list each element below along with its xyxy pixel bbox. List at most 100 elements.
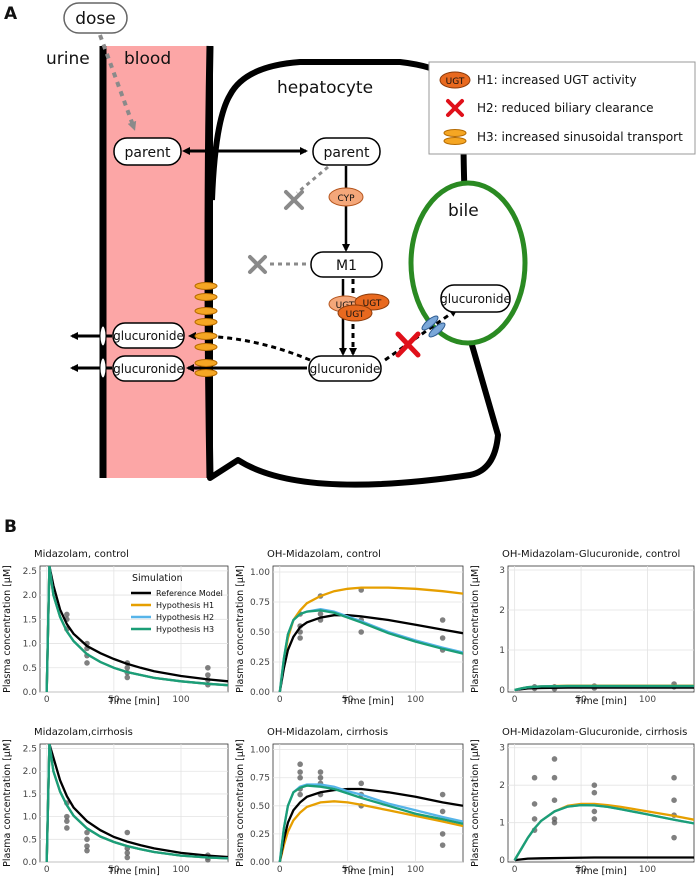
x-tick-label: 50	[342, 865, 354, 875]
data-point	[439, 791, 446, 798]
data-point	[317, 774, 324, 781]
y-tick-label: 1	[499, 646, 505, 656]
data-point	[439, 808, 446, 815]
y-tick-label: 3	[499, 744, 505, 754]
dose-label: dose	[75, 9, 116, 29]
data-point	[551, 797, 558, 803]
plot-frame	[272, 743, 464, 863]
legend-item-h1: Hypothesis H1	[156, 601, 214, 610]
data-point	[591, 808, 598, 815]
data-point	[439, 635, 446, 641]
series-line-hypothesis-h3	[45, 744, 228, 862]
data-point	[297, 761, 303, 768]
glucuronide-cell-label: glucuronide	[310, 362, 381, 376]
glucuronide-blood-node-1	[112, 322, 185, 349]
data-point	[591, 789, 598, 796]
grey-cross-icon	[284, 190, 304, 210]
data-point	[297, 635, 303, 641]
x-axis-label: Time [min]	[574, 696, 627, 707]
renal-transporter-1	[99, 325, 107, 347]
x-tick-label: 100	[639, 695, 656, 705]
dose-node	[63, 2, 128, 34]
series-line-reference-model	[514, 856, 694, 862]
data-point	[205, 664, 211, 671]
y-tick-label: 0.75	[250, 598, 270, 608]
data-point	[671, 774, 677, 781]
y-tick-label: 2	[499, 606, 505, 616]
data-point	[297, 791, 303, 798]
plot-frame	[507, 743, 695, 863]
plot-title: Midazolam, control	[34, 549, 129, 560]
data-point	[124, 850, 131, 856]
m1-node	[310, 251, 383, 278]
data-point	[439, 617, 446, 623]
glucuronide-blood-label-2: glucuronide	[113, 362, 184, 376]
data-point	[358, 780, 365, 787]
legend-item-reference: Reference Model	[156, 589, 223, 598]
panel-a: A urine blood hepatocyte bile dose paren…	[4, 2, 696, 488]
legend-ugt-badge: UGT	[446, 77, 465, 87]
series-line-hypothesis-h3	[278, 609, 463, 692]
y-tick-label: 0.75	[250, 774, 270, 784]
x-tick-label: 0	[44, 865, 50, 875]
legend-item-h3: Hypothesis H3	[156, 625, 214, 634]
x-tick-label: 50	[575, 695, 587, 705]
y-tick-label: 0.00	[250, 858, 270, 868]
series-line-reference-model	[278, 614, 463, 692]
bile-transporter	[421, 315, 446, 338]
m1-label: M1	[336, 258, 357, 274]
grey-cross-icon-2	[248, 255, 267, 274]
y-tick-label: 2.5	[23, 745, 37, 755]
legend-item-h2: Hypothesis H2	[156, 613, 214, 622]
y-tick-label: 0.50	[250, 802, 270, 812]
x-tick-label: 100	[407, 865, 424, 875]
series-line-reference-model	[45, 744, 228, 862]
y-tick-label: 1.00	[250, 568, 270, 578]
y-axis-label: Plasma concentration [µM]	[235, 565, 246, 693]
y-tick-label: 2.5	[23, 567, 37, 577]
plot-title: OH-Midazolam-Glucuronide, cirrhosis	[502, 727, 687, 738]
legend-h3-text: H3: increased sinusoidal transport	[477, 130, 683, 144]
y-tick-label: 1.0	[23, 640, 38, 650]
data-point	[84, 829, 90, 836]
red-cross-legend-icon	[446, 99, 464, 117]
data-point	[124, 674, 131, 681]
plot-title: OH-Midazolam, control	[267, 549, 381, 560]
x-tick-label: 0	[44, 695, 50, 705]
y-tick-label: 0.5	[23, 664, 37, 674]
glucuronide-bile-node	[440, 284, 511, 313]
y-axis-label: Plasma concentration [µM]	[470, 565, 481, 693]
parent-elimination-path	[296, 165, 329, 195]
y-tick-label: 0.0	[23, 858, 38, 868]
data-point	[64, 825, 70, 831]
glucuronide-bile-label: glucuronide	[440, 292, 511, 306]
data-point	[671, 834, 677, 841]
x-tick-label: 50	[575, 865, 587, 875]
data-point	[439, 842, 446, 848]
x-tick-label: 0	[512, 695, 518, 705]
series-line-hypothesis-h3	[45, 566, 228, 692]
y-tick-label: 0.50	[250, 628, 270, 638]
y-tick-label: 1.0	[23, 813, 38, 823]
series-line-hypothesis-h3	[513, 803, 694, 861]
data-point	[551, 819, 558, 826]
data-point	[317, 611, 324, 617]
data-point	[124, 664, 131, 671]
y-tick-label: 2	[499, 781, 505, 791]
blood-label: blood	[124, 49, 171, 69]
sinusoidal-transporters	[194, 282, 218, 377]
data-point	[84, 843, 90, 849]
y-tick-label: 0.00	[250, 688, 270, 698]
x-tick-label: 100	[172, 865, 189, 875]
y-tick-label: 1.5	[23, 790, 37, 800]
data-point	[64, 818, 70, 824]
plot-title: Midazolam,cirrhosis	[34, 727, 133, 738]
series-line-hypothesis-h3	[514, 684, 694, 692]
series-line-reference-model	[278, 787, 463, 862]
x-axis-label: Time [min]	[107, 696, 160, 707]
y-tick-label: 0.5	[23, 835, 37, 845]
y-tick-label: 1.00	[250, 746, 270, 756]
glucuronide-blood-node-2	[112, 355, 185, 382]
legend-h1-text: H1: increased UGT activity	[477, 73, 637, 87]
